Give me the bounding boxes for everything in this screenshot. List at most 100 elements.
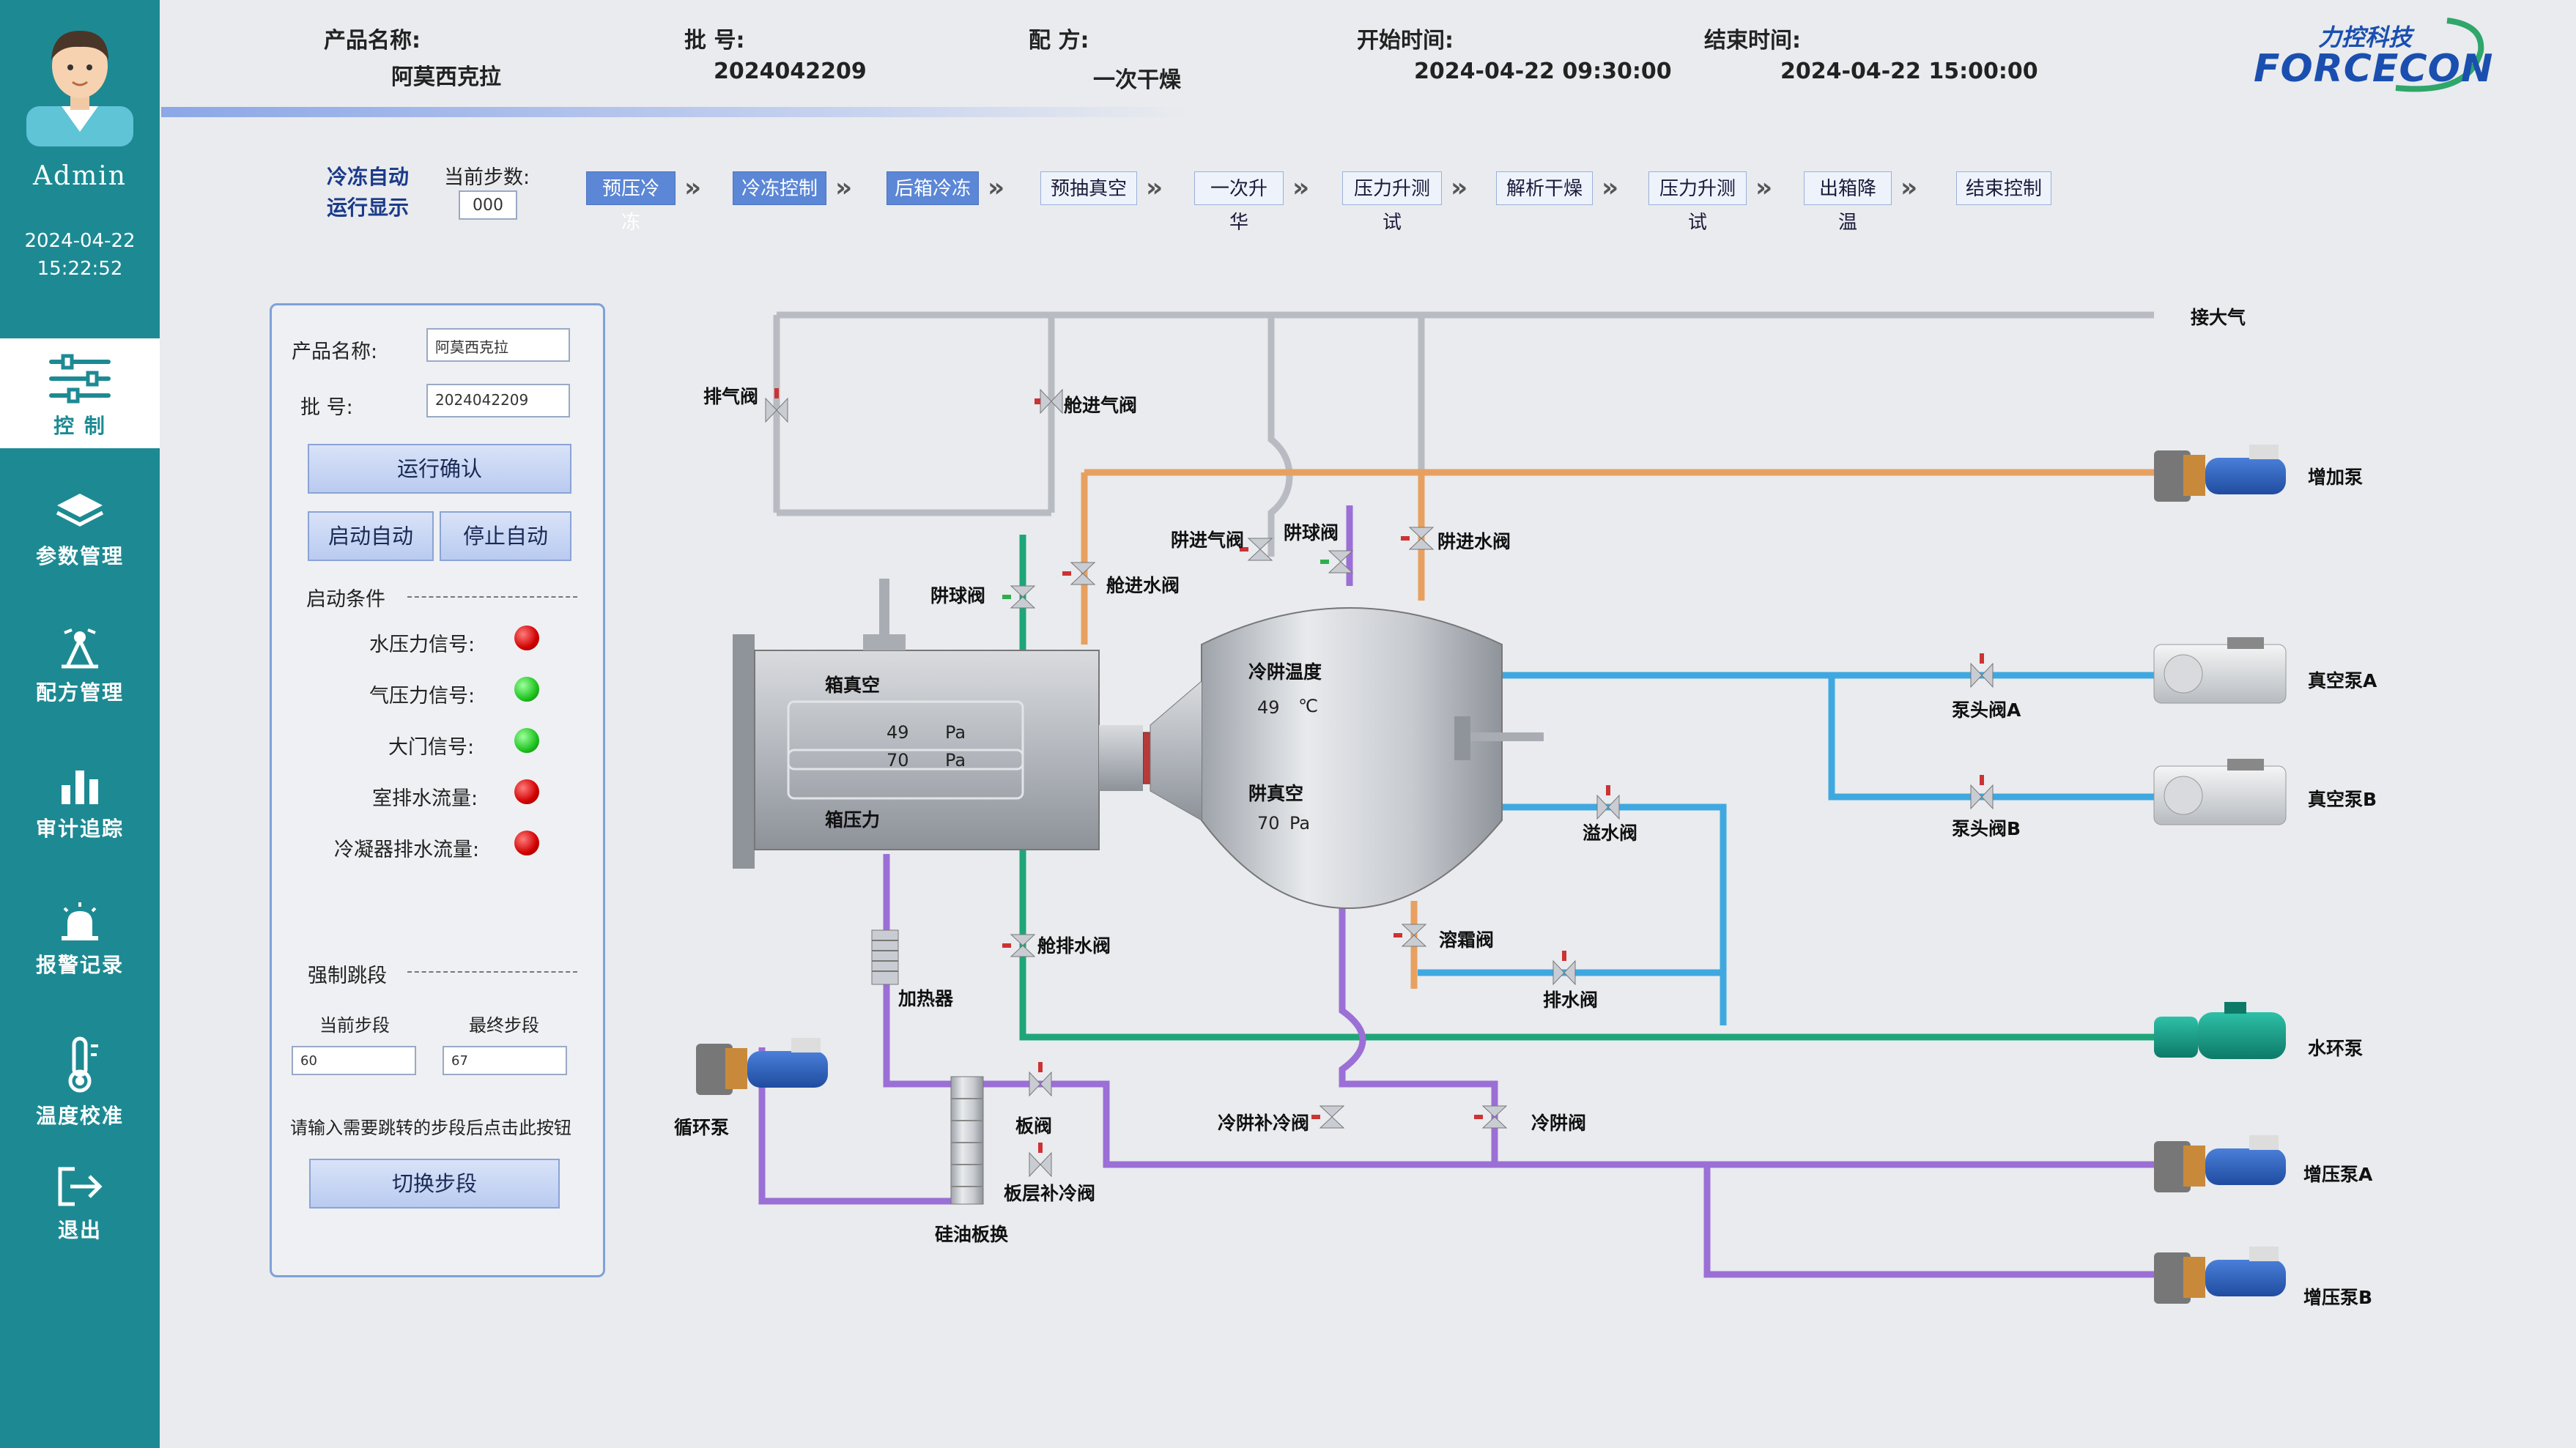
start-conditions-divider (407, 596, 577, 598)
process-step: 结束控制 (1956, 171, 2051, 205)
nav-item-control[interactable]: 控 制 (0, 338, 160, 448)
step-chevron-icon: » (988, 173, 1005, 203)
alarm-icon (62, 902, 98, 940)
booster-pump (2154, 445, 2286, 502)
label-oil-exchanger: 硅油板换 (935, 1224, 1009, 1245)
label-chamber-vacuum: 箱真空 (825, 675, 881, 696)
process-step: 预压冷冻 (586, 171, 676, 234)
condition-condenser-drain-label: 冷凝器排水流量: (334, 839, 480, 861)
process-step: 冷冻控制 (733, 171, 826, 205)
header-divider (161, 107, 1187, 117)
jump-current-step-label: 当前步段 (319, 1015, 390, 1036)
process-step: 出箱降温 (1804, 171, 1892, 234)
nav-label-parameters: 参数管理 (35, 544, 124, 568)
label-condenser-cold-supply: 冷阱补冷阀 (1218, 1113, 1310, 1134)
header-product-label: 产品名称: (324, 28, 421, 53)
thermometer-icon (68, 1036, 98, 1093)
condition-water-pressure-led (514, 625, 539, 650)
valves (765, 388, 1994, 1178)
condenser-temp-value: 49 (1257, 697, 1280, 718)
label-circulation-pump: 循环泵 (674, 1117, 730, 1138)
label-pump-head-a: 泵头阀A (1952, 699, 2021, 721)
label-condenser-in-water: 阱进水阀 (1437, 531, 1511, 552)
step-chevron-icon: » (1602, 173, 1619, 203)
stop-auto-button[interactable]: 停止自动 (440, 511, 571, 561)
nav-item-parameters[interactable]: 参数管理 (0, 476, 160, 586)
current-step-count-field: 000 (459, 190, 517, 220)
step-chevron-icon: » (1292, 173, 1310, 203)
header-batch-value: 2024042209 (714, 59, 867, 84)
jump-final-step-field[interactable]: 67 (443, 1046, 567, 1075)
nav-item-alarms[interactable]: 报警记录 (0, 885, 160, 995)
header-recipe-value: 一次干燥 (1093, 67, 1181, 93)
label-pressure-pump-a: 增压泵A (2303, 1164, 2373, 1185)
switch-step-button[interactable]: 切换步段 (309, 1159, 560, 1208)
mode-label-1: 冷冻自动 (327, 165, 410, 189)
panel-batch-field[interactable]: 2024042209 (426, 384, 570, 417)
chamber-vacuum-value: 49 (887, 722, 909, 743)
nav-label-logout: 退出 (57, 1218, 102, 1242)
label-chamber-pressure: 箱压力 (825, 809, 881, 831)
sidebar: Admin 2024-04-22 15:22:52 控 制 参数管理 (0, 0, 160, 1448)
step-chevron-icon: » (1146, 173, 1163, 203)
jump-final-step-label: 最终步段 (469, 1015, 539, 1036)
chamber-vacuum-unit: Pa (945, 722, 966, 743)
label-heater: 加热器 (898, 988, 954, 1009)
header-batch-label: 批 号: (684, 28, 745, 53)
water-ring-pump (2154, 1002, 2286, 1059)
label-overflow-valve: 溢水阀 (1583, 823, 1638, 844)
condenser-vacuum-value: 70 (1257, 813, 1280, 833)
bar-chart-icon (62, 771, 98, 804)
label-pump-head-b: 泵头阀B (1952, 818, 2021, 839)
panel-product-field[interactable]: 阿莫西克拉 (426, 328, 570, 362)
label-chamber-ball: 阱球阀 (930, 585, 986, 606)
brand-en: FORCECON (2254, 47, 2494, 91)
nav-label-control: 控 制 (53, 414, 106, 438)
sidebar-datetime: 2024-04-22 15:22:52 (0, 227, 160, 283)
recipe-icon (62, 628, 98, 669)
nav-item-recipes[interactable]: 配方管理 (0, 612, 160, 722)
label-condenser-temp: 冷阱温度 (1248, 661, 1322, 683)
jump-current-step-field[interactable]: 60 (292, 1046, 416, 1075)
vent-pipes (773, 311, 2154, 557)
label-booster-pump: 增加泵 (2308, 467, 2364, 488)
label-condenser-vacuum: 阱真空 (1248, 783, 1304, 804)
vacuum-pump-a (2153, 637, 2287, 704)
mode-label-2: 运行显示 (327, 196, 410, 220)
layers-icon (56, 494, 104, 527)
nav-item-audit[interactable]: 审计追踪 (0, 749, 160, 858)
nav-item-logout[interactable]: 退出 (0, 1150, 160, 1260)
condition-chamber-drain-label: 室排水流量: (372, 787, 478, 810)
process-step: 预抽真空 (1040, 171, 1137, 205)
step-chevron-icon: » (1755, 173, 1773, 203)
label-condenser-ball: 阱球阀 (1284, 522, 1339, 543)
nav-item-temp-calibration[interactable]: 温度校准 (0, 1021, 160, 1131)
header-start-label: 开始时间: (1357, 28, 1454, 53)
header-recipe-label: 配 方: (1029, 28, 1089, 53)
circulation-pump (696, 1038, 828, 1095)
condenser-temp-unit: ℃ (1298, 696, 1318, 716)
start-conditions-title: 启动条件 (306, 588, 385, 611)
nav-label-audit: 审计追踪 (35, 817, 124, 841)
pressure-pump-a (2154, 1135, 2286, 1192)
label-pressure-pump-b: 增压泵B (2303, 1287, 2373, 1308)
brand-cn: 力控科技 (2318, 23, 2413, 51)
label-defrost-valve: 溶霜阀 (1439, 929, 1495, 951)
process-step: 一次升华 (1194, 171, 1284, 234)
label-chamber-in-air: 舱进气阀 (1064, 395, 1138, 416)
sliders-icon (49, 354, 111, 404)
vacuum-pump-b (2153, 759, 2287, 825)
condition-chamber-drain-led (514, 779, 539, 804)
process-step: 压力升测试 (1648, 171, 1747, 234)
condition-condenser-drain-led (514, 831, 539, 855)
start-auto-button[interactable]: 启动自动 (308, 511, 434, 561)
process-step: 后箱冷冻 (887, 171, 979, 205)
process-step: 压力升测试 (1342, 171, 1442, 234)
oil-exchanger (950, 1076, 984, 1205)
condition-door-led (514, 728, 539, 753)
step-chevron-icon: » (1900, 173, 1918, 203)
label-vacuum-pump-a: 真空泵A (2308, 670, 2377, 691)
run-confirm-button[interactable]: 运行确认 (308, 444, 571, 494)
